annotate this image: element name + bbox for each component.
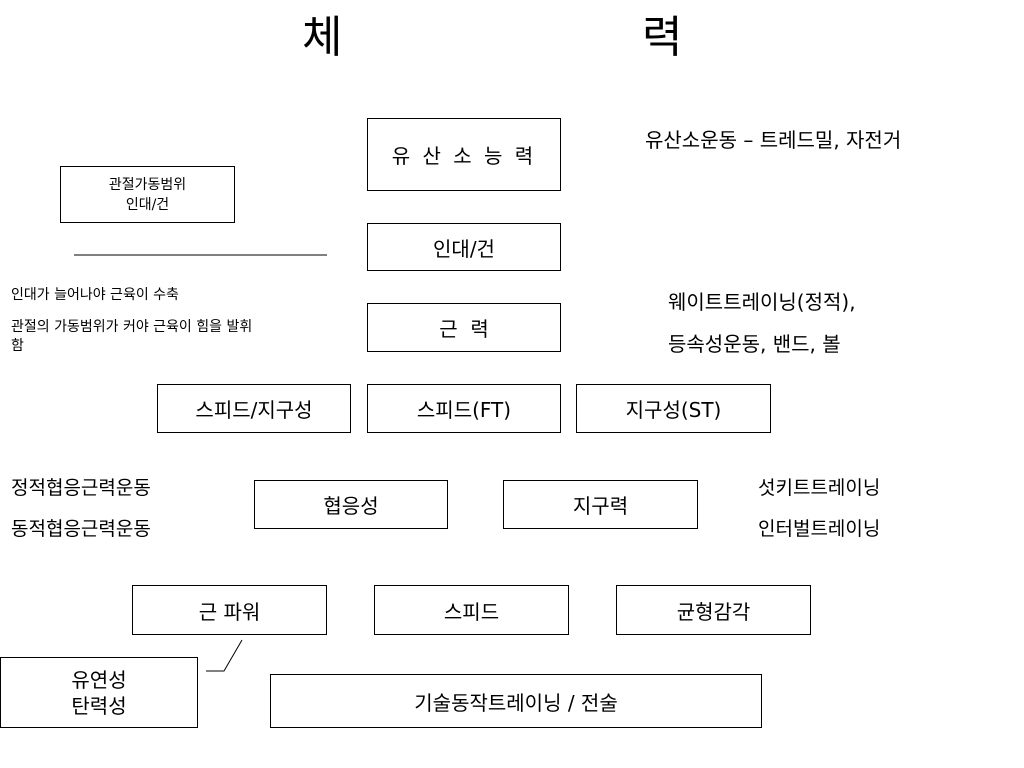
speed-ft-box: 스피드(FT) <box>367 384 561 433</box>
aerobic-exercise-note: 유산소운동 – 트레드밀, 자전거 <box>645 128 902 152</box>
dynamic-coordination-note: 동적협응근력운동 <box>11 518 151 540</box>
interval-training-note: 인터벌트레이닝 <box>758 518 881 540</box>
speed-box: 스피드 <box>374 585 569 635</box>
speed-endurance-box: 스피드/지구성 <box>157 384 351 433</box>
circuit-training-note: 섯키트트레이닝 <box>758 477 881 499</box>
muscle-power-box: 근 파워 <box>132 585 327 635</box>
balance-box: 균형감각 <box>616 585 811 635</box>
weight-training-note-line1: 웨이트트레이닝(정적), <box>668 290 856 314</box>
muscle-strength-box: 근 력 <box>367 303 561 352</box>
ligament-stretch-note: 인대가 늘어나야 근육이 수축 <box>11 287 179 303</box>
skill-training-box: 기술동작트레이닝 / 전술 <box>270 674 762 728</box>
weight-training-note-line2: 등속성운동, 밴드, 볼 <box>668 332 841 356</box>
stamina-box: 지구력 <box>503 480 698 529</box>
range-of-motion-box: 관절가동범위 인대/건 <box>60 166 235 223</box>
range-of-motion-note: 관절의 가동범위가 커야 근육이 힘을 발휘 함 <box>11 319 253 354</box>
static-coordination-note: 정적협응근력운동 <box>11 477 151 499</box>
flexibility-elasticity-box: 유연성 탄력성 <box>0 657 198 728</box>
aerobic-capacity-box: 유 산 소 능 력 <box>367 118 561 191</box>
flexibility-connector <box>206 639 243 672</box>
endurance-st-box: 지구성(ST) <box>576 384 771 433</box>
coordination-box: 협응성 <box>254 480 448 529</box>
title-right-char: 력 <box>642 12 683 63</box>
ligament-tendon-box: 인대/건 <box>367 223 561 271</box>
title-left-char: 체 <box>302 12 343 63</box>
